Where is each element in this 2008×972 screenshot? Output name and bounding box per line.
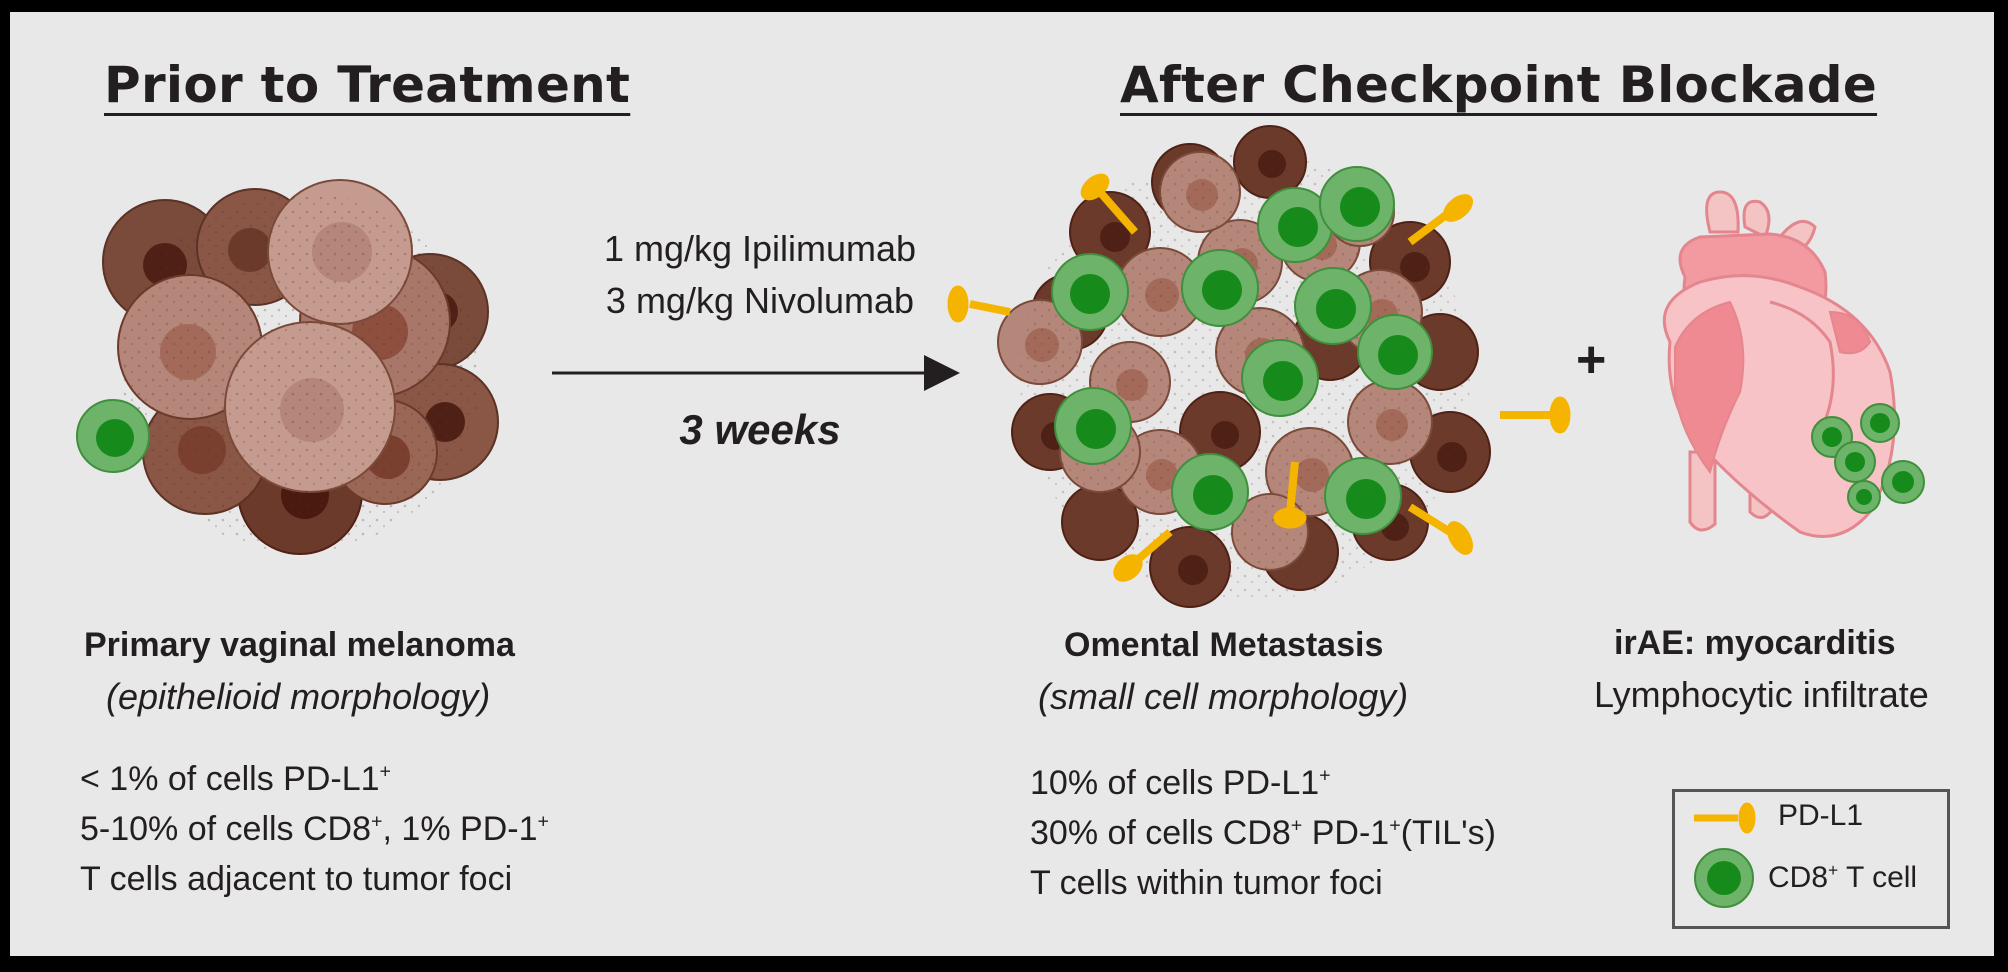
primary-tumor-heading: Primary vaginal melanoma <box>84 626 515 664</box>
legend-tcell-label: CD8+ T cell <box>1768 860 1918 894</box>
treatment-dose-2: 3 mg/kg Nivolumab <box>605 280 915 321</box>
legend-pdl1-label: PD-L1 <box>1778 799 1864 832</box>
pdl1-molecule <box>1500 396 1571 434</box>
cd8-t-cell <box>1860 403 1900 443</box>
cd8-t-cell <box>1319 166 1395 242</box>
metastasis-stat-pdl1: 10% of cells PD-L1+ <box>1030 764 1331 802</box>
pdl1-molecule <box>1113 528 1173 582</box>
pdl1-molecule <box>1273 461 1307 529</box>
cd8-t-cell <box>1257 187 1333 263</box>
pdl1-molecules <box>947 173 1571 582</box>
legend <box>1672 789 1950 929</box>
right-title: After Checkpoint Blockade <box>1120 56 1878 114</box>
cd8-t-cell <box>1171 453 1249 531</box>
infiltrating-t-cells <box>1051 166 1433 535</box>
cd8-t-cell <box>1881 460 1925 504</box>
pdl1-molecule <box>1407 503 1473 555</box>
plus-sign: + <box>1576 331 1607 389</box>
legend-tcell-icon <box>1694 848 1754 908</box>
cd8-t-cell <box>1847 480 1881 514</box>
pdl1-molecule <box>1080 173 1139 235</box>
pdl1-molecule <box>1407 194 1474 246</box>
primary-stat-location: T cells adjacent to tumor foci <box>80 860 513 898</box>
cd8-t-cell <box>1834 441 1876 483</box>
cd8-t-cell <box>1357 314 1433 390</box>
primary-tumor-morphology: (epithelioid morphology) <box>106 676 491 717</box>
irae-heading: irAE: myocarditis <box>1614 624 1896 662</box>
metastasis-heading: Omental Metastasis <box>1064 626 1384 664</box>
primary-stat-cd8: 5-10% of cells CD8+, 1% PD-1+ <box>80 810 549 848</box>
cd8-t-cell <box>76 399 150 473</box>
cd8-t-cell <box>1181 249 1259 327</box>
primary-stat-pdl1: < 1% of cells PD-L1+ <box>80 760 392 798</box>
metastasis-stat-location: T cells within tumor foci <box>1030 864 1383 902</box>
pdl1-molecule <box>947 285 1011 323</box>
heart-illustration <box>1662 190 1925 538</box>
treatment-duration: 3 weeks <box>679 406 841 453</box>
metastasis-morphology: (small cell morphology) <box>1038 676 1409 717</box>
treatment-dose-1: 1 mg/kg Ipilimumab <box>603 228 917 269</box>
cd8-t-cell <box>1054 387 1132 465</box>
figure-frame: Prior to Treatment After Checkpoint Bloc… <box>6 8 1998 960</box>
metastasis-stat-cd8: 30% of cells CD8+ PD-1+(TIL's) <box>1030 814 1496 852</box>
irae-subheading: Lymphocytic infiltrate <box>1594 674 1929 715</box>
metastasis-tumor-cluster <box>990 125 1491 652</box>
cd8-t-cell <box>1051 253 1129 331</box>
legend-pdl1-icon <box>1694 802 1756 834</box>
cd8-t-cell <box>1324 457 1402 535</box>
illustration-layer <box>76 125 1925 908</box>
cd8-t-cell <box>1294 267 1372 345</box>
primary-tumor-cluster <box>102 179 499 562</box>
left-title: Prior to Treatment <box>104 56 631 114</box>
cd8-t-cell <box>1241 339 1319 417</box>
